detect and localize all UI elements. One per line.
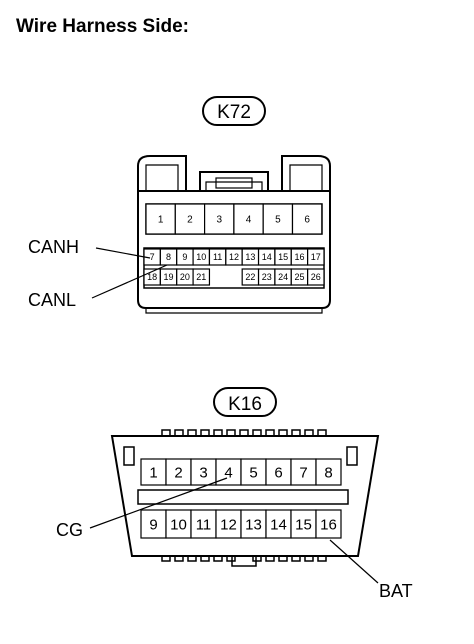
k72-pin-3: 3 — [204, 203, 235, 235]
k72-pin-25-label: 25 — [294, 272, 304, 282]
k72-lower-pins: 7 8 9 10 11 12 13 14 15 16 17 18 19 20 21 22 23 24 25 26 — [143, 247, 325, 289]
k16-pin-13: 13 — [240, 509, 267, 539]
k72-pin-25: 25 — [290, 268, 309, 286]
k16-pin-8: 8 — [315, 458, 342, 486]
k72-pin-13: 13 — [241, 248, 260, 266]
k16-pin-9-label: 9 — [149, 516, 157, 533]
k16-pin-16-label: 16 — [320, 516, 337, 533]
k72-pin-22: 22 — [241, 268, 260, 286]
k72-pin-10-label: 10 — [196, 252, 206, 262]
callout-bat: BAT — [379, 581, 413, 601]
k72-pin-14-label: 14 — [262, 252, 272, 262]
k72-pin-16: 16 — [290, 248, 309, 266]
k72-label: K72 — [202, 96, 266, 126]
k72-pin-15-label: 15 — [278, 252, 288, 262]
k72-pin-10: 10 — [192, 248, 211, 266]
k16-pin-3-label: 3 — [199, 464, 207, 481]
k72-pin-16-label: 16 — [294, 252, 304, 262]
k16-pin-3: 3 — [190, 458, 217, 486]
k16-label: K16 — [213, 387, 277, 417]
k72-pin-13-label: 13 — [245, 252, 255, 262]
k16-pin-6: 6 — [265, 458, 292, 486]
diagram-heading: Wire Harness Side: — [16, 16, 190, 37]
leader-cg — [89, 477, 228, 529]
k72-pin-15: 15 — [274, 248, 292, 266]
k16-pin-9: 9 — [140, 509, 167, 539]
leader-canl — [91, 264, 168, 299]
callout-canh: CANH — [28, 237, 79, 257]
k16-pin-4-label: 4 — [224, 464, 232, 481]
k72-pin-26: 26 — [307, 268, 325, 286]
k72-pin-12: 12 — [225, 248, 243, 266]
k16-pin-14: 14 — [265, 509, 292, 539]
leader-canh — [95, 247, 151, 259]
k72-pin-14: 14 — [257, 248, 276, 266]
k72-pin-2: 2 — [174, 203, 206, 235]
k72-pin-1-label: 1 — [158, 215, 164, 226]
k16-pin-6-label: 6 — [274, 464, 282, 481]
k72-pin-11: 11 — [208, 248, 227, 266]
k16-label-text: K16 — [228, 394, 262, 415]
k72-pin-26-label: 26 — [311, 272, 321, 282]
k72-pin-2-label: 2 — [187, 215, 193, 226]
k72-pin-4: 4 — [233, 203, 264, 235]
k72-pin-19-label: 19 — [164, 272, 174, 282]
k72-pin-17: 17 — [307, 248, 325, 266]
k72-pin-1: 1 — [145, 203, 176, 235]
callout-cg: CG — [56, 520, 83, 540]
k72-pin-12-label: 12 — [229, 252, 239, 262]
k72-pin-5-label: 5 — [275, 215, 281, 226]
k72-pin-24: 24 — [274, 268, 292, 286]
k16-pin-16: 16 — [315, 509, 342, 539]
k72-pin-20: 20 — [176, 268, 194, 286]
k16-pin-13-label: 13 — [245, 516, 262, 533]
k72-pin-7-label: 7 — [150, 252, 155, 262]
k72-pin-6-label: 6 — [304, 215, 310, 226]
k16-pin-5: 5 — [240, 458, 267, 486]
k72-pin-21: 21 — [192, 268, 211, 286]
k72-pin-4-label: 4 — [246, 215, 252, 226]
k16-pin-14-label: 14 — [270, 516, 287, 533]
k72-pin-22-label: 22 — [245, 272, 255, 282]
k16-pin-1-label: 1 — [149, 464, 157, 481]
leader-bat — [329, 539, 379, 584]
k72-upper-pins: 1 2 3 4 5 6 — [145, 203, 323, 235]
k16-pin-2: 2 — [165, 458, 192, 486]
k72-pin-3-label: 3 — [216, 215, 222, 226]
k72-pin-6: 6 — [291, 203, 323, 235]
k72-pin-17-label: 17 — [311, 252, 321, 262]
k72-label-text: K72 — [217, 102, 251, 123]
k16-pin-7-label: 7 — [299, 464, 307, 481]
k72-pin-5: 5 — [262, 203, 294, 235]
k16-pin-11: 11 — [190, 509, 217, 539]
k16-pin-12-label: 12 — [220, 516, 237, 533]
k16-pin-15: 15 — [290, 509, 317, 539]
k16-pin-15-label: 15 — [295, 516, 312, 533]
k16-pin-10: 10 — [165, 509, 192, 539]
k16-pin-7: 7 — [290, 458, 317, 486]
k16-pin-1: 1 — [140, 458, 167, 486]
k16-pin-8-label: 8 — [324, 464, 332, 481]
k16-pin-5-label: 5 — [249, 464, 257, 481]
k72-pin-24-label: 24 — [278, 272, 288, 282]
k16-pin-10-label: 10 — [170, 516, 187, 533]
k72-pin-8: 8 — [159, 248, 178, 266]
k72-pin-23-label: 23 — [262, 272, 272, 282]
k72-pin-11-label: 11 — [213, 252, 222, 262]
k72-pin-23: 23 — [257, 268, 276, 286]
k16-pin-11-label: 11 — [196, 516, 212, 533]
k72-pin-8-label: 8 — [166, 252, 171, 262]
k72-pin-9: 9 — [176, 248, 194, 266]
k72-pin-9-label: 9 — [182, 252, 187, 262]
k16-pin-2-label: 2 — [174, 464, 182, 481]
k72-pin-21-label: 21 — [196, 272, 206, 282]
k72-pin-20-label: 20 — [180, 272, 190, 282]
k16-connector — [110, 429, 380, 567]
callout-canl: CANL — [28, 290, 76, 310]
k16-pin-12: 12 — [215, 509, 242, 539]
k72-pin-18-label: 18 — [147, 272, 157, 282]
k72-pin-19: 19 — [159, 268, 178, 286]
